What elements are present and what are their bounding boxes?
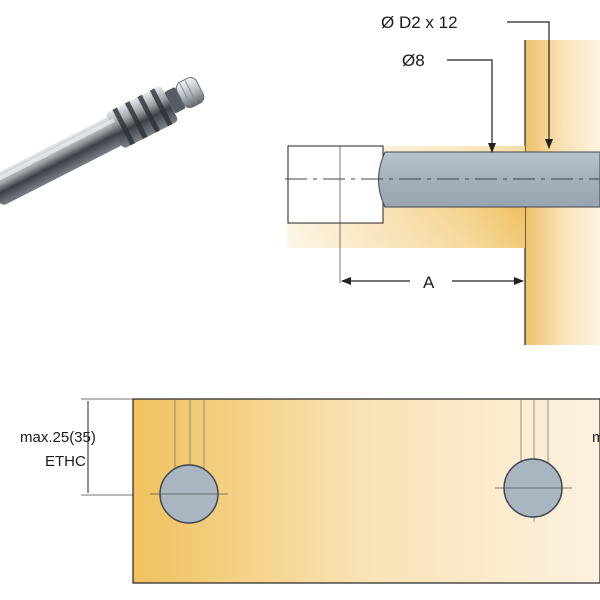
rod-leader (507, 21, 553, 149)
section-view: Ø D2 x 12 Ø8 A (285, 13, 600, 345)
bore-leader (447, 59, 496, 153)
plan-view: max.25(35) ETHC m (20, 398, 600, 584)
bore-hole (287, 145, 384, 224)
bore-diameter-label: Ø8 (402, 51, 425, 70)
edge-clipped-label: m (592, 429, 600, 446)
distance-a-label: A (423, 273, 435, 292)
edge-type-label: ETHC (45, 453, 86, 470)
rod-diameter-label: Ø D2 x 12 (381, 13, 458, 32)
edge-max-label: max.25(35) (20, 429, 96, 446)
connector-photo (0, 77, 205, 205)
